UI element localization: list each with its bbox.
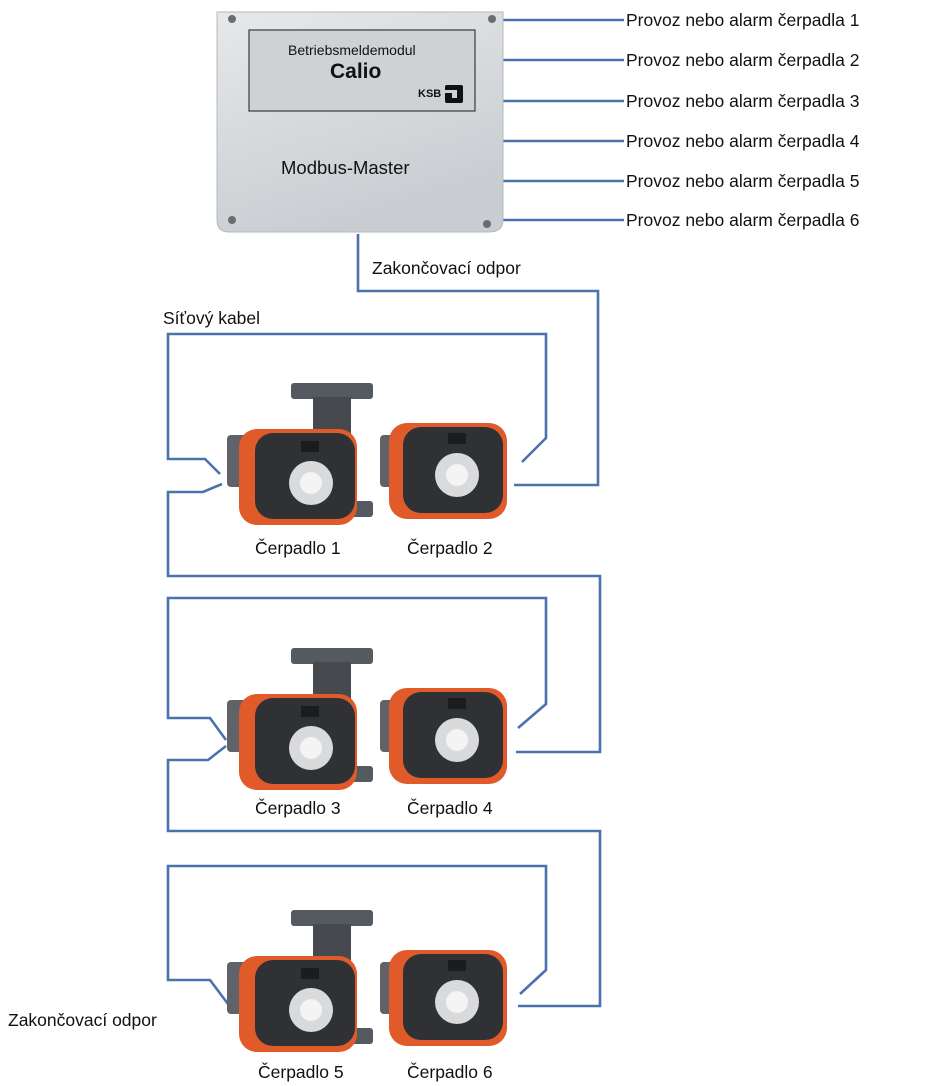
pump-pair-graphic (227, 383, 507, 525)
network-cable-pump5-pump6 (166, 864, 548, 1005)
termination-label-bottom: Zakončovací odpor (8, 1010, 157, 1030)
module-role: Modbus-Master (281, 157, 410, 178)
bus-cable-pump3-pump6 (166, 744, 602, 1008)
ksb-logo: KSB (418, 84, 464, 104)
modbus-master-box (216, 11, 504, 233)
bus-cable-master-pump2 (356, 234, 600, 487)
pump-pair-graphic (227, 910, 507, 1052)
bus-cable-pump1-pump4 (166, 482, 602, 754)
alarm-label-2: Provoz nebo alarm čerpadla 2 (626, 50, 860, 70)
ksb-logo-text: KSB (418, 88, 442, 100)
pump-pair-1-2 (227, 383, 507, 525)
pump-label-2: Čerpadlo 2 (407, 538, 493, 558)
pump-label-1: Čerpadlo 1 (255, 538, 341, 558)
pump-label-6: Čerpadlo 6 (407, 1062, 493, 1082)
pump-pair-5-6 (227, 910, 507, 1052)
ksb-logo-icon (445, 85, 464, 103)
module-brand: Calio (330, 60, 382, 83)
pump-label-4: Čerpadlo 4 (407, 798, 493, 818)
termination-label-top: Zakončovací odpor (372, 258, 521, 278)
network-cable-pump1-pump2 (166, 332, 548, 475)
pump-label-3: Čerpadlo 3 (255, 798, 341, 818)
alarm-label-4: Provoz nebo alarm čerpadla 4 (626, 131, 860, 151)
pump-pair-3-4 (227, 648, 507, 790)
alarm-label-3: Provoz nebo alarm čerpadla 3 (626, 91, 860, 111)
alarm-label-5: Provoz nebo alarm čerpadla 5 (626, 171, 860, 191)
pump-label-5: Čerpadlo 5 (258, 1062, 344, 1082)
alarm-label-6: Provoz nebo alarm čerpadla 6 (626, 210, 860, 230)
network-cable-pump3-pump4 (166, 596, 548, 741)
pump-pair-graphic (227, 648, 507, 790)
network-cable-label: Síťový kabel (163, 308, 261, 328)
alarm-label-1: Provoz nebo alarm čerpadla 1 (626, 10, 860, 30)
module-title: Betriebsmeldemodul (288, 42, 416, 58)
